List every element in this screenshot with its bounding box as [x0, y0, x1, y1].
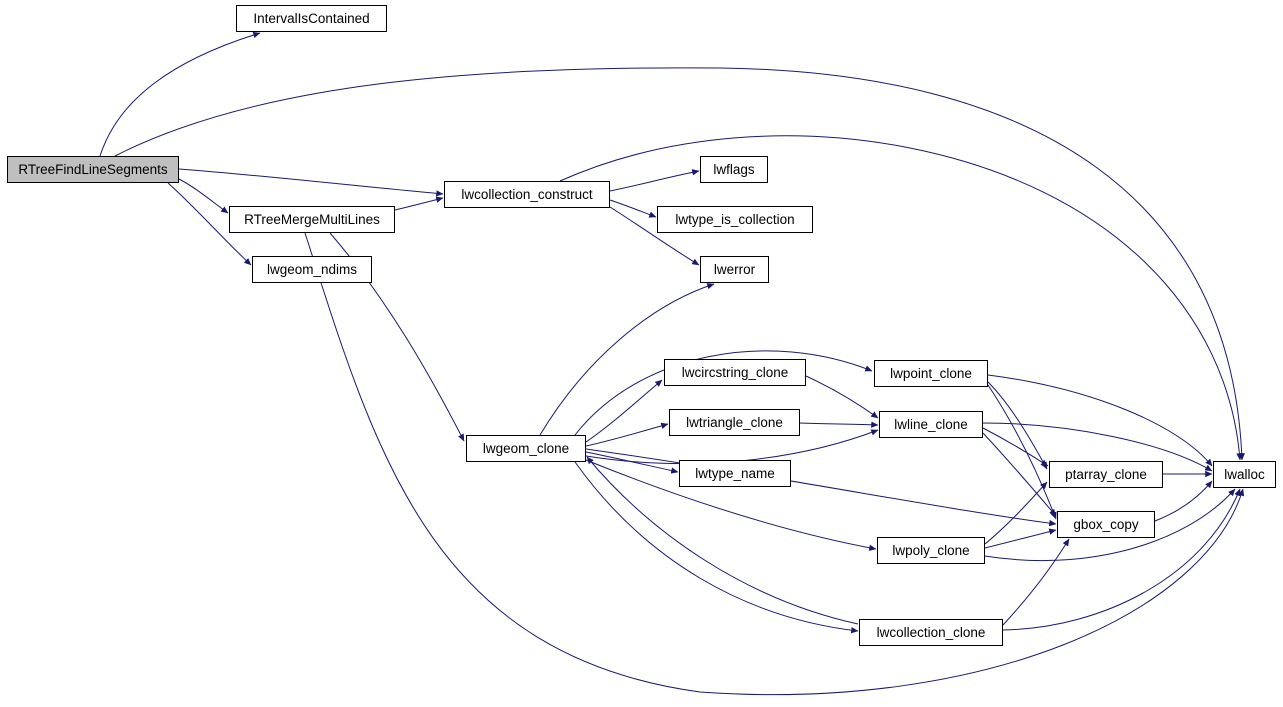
node-RTreeFindLineSegments[interactable]: RTreeFindLineSegments [7, 156, 179, 183]
edge-RTreeFindLineSegments-to-RTreeMergeMultiLines [178, 178, 229, 214]
node-ptarray_clone[interactable]: ptarray_clone [1049, 461, 1163, 488]
node-gbox_copy[interactable]: gbox_copy [1057, 511, 1155, 538]
edge-RTreeFindLineSegments-to-lwcollection_construct [178, 168, 444, 197]
edge-lwgeom_clone-to-lwpoint_clone [574, 350, 873, 436]
node-lwcollection_clone[interactable]: lwcollection_clone [859, 619, 1003, 646]
edge-lwcollection_clone-to-gbox_copy [1002, 538, 1070, 626]
edge-lwgeom_clone-to-lwpoly_clone [585, 459, 877, 551]
edge-RTreeMergeMultiLines-to-lwalloc [304, 232, 1245, 696]
edge-lwcollection_construct-to-lwalloc [559, 135, 1243, 461]
edge-lwcollection_clone-to-lwalloc [1002, 488, 1241, 631]
edge-lwcollection_construct-to-lwflags [609, 169, 700, 192]
edge-RTreeMergeMultiLines-to-lwcollection_construct [394, 196, 444, 211]
node-lwline_clone[interactable]: lwline_clone [879, 411, 983, 438]
edge-RTreeFindLineSegments-to-IntervalIsContained [99, 31, 261, 157]
edge-RTreeFindLineSegments-to-lwalloc [114, 67, 1245, 461]
edge-lwgeom_clone-to-gbox_copy [585, 448, 1057, 527]
edge-lwgeom_clone-to-lwcollection_clone [574, 461, 859, 634]
edge-RTreeFindLineSegments-to-lwgeom_ndims [167, 182, 252, 266]
edge-lwpoint_clone-to-lwalloc [987, 374, 1213, 467]
node-lwgeom_clone[interactable]: lwgeom_clone [466, 435, 586, 462]
edge-lwcollection_construct-to-lwerror [609, 206, 700, 266]
edge-lwline_clone-to-ptarray_clone [982, 427, 1049, 467]
edge-lwpoint_clone-to-ptarray_clone [987, 381, 1048, 470]
node-lwpoly_clone[interactable]: lwpoly_clone [877, 537, 985, 564]
node-lwtriangle_clone[interactable]: lwtriangle_clone [669, 409, 800, 436]
node-lwtype_name[interactable]: lwtype_name [679, 460, 791, 487]
edge-lwpoly_clone-to-lwalloc [984, 488, 1236, 562]
node-lwtype_is_collection[interactable]: lwtype_is_collection [657, 206, 813, 233]
node-IntervalIsContained[interactable]: IntervalIsContained [236, 5, 387, 32]
edge-lwpoly_clone-to-gbox_copy [984, 528, 1057, 549]
edge-lwgeom_clone-to-lwerror [539, 283, 715, 436]
edge-lwline_clone-to-gbox_copy [982, 432, 1057, 517]
edge-lwpoly_clone-to-ptarray_clone [984, 481, 1048, 545]
edge-lwline_clone-to-lwalloc [982, 422, 1213, 472]
edge-gbox_copy-to-lwalloc [1154, 480, 1213, 522]
edge-lwcircstring_clone-to-lwline_clone [805, 375, 879, 419]
edge-lwgeom_clone-to-lwcircstring_clone [585, 379, 663, 443]
node-RTreeMergeMultiLines[interactable]: RTreeMergeMultiLines [229, 206, 395, 233]
edge-lwcollection_clone-to-lwgeom_clone [586, 456, 859, 625]
node-lwflags[interactable]: lwflags [700, 156, 768, 183]
edge-lwcollection_construct-to-lwtype_is_collection [609, 199, 657, 218]
edge-lwpoint_clone-to-gbox_copy [987, 384, 1057, 520]
node-lwerror[interactable]: lwerror [700, 256, 769, 283]
node-lwgeom_ndims[interactable]: lwgeom_ndims [252, 256, 372, 283]
node-lwalloc[interactable]: lwalloc [1213, 461, 1276, 488]
edge-lwtriangle_clone-to-lwline_clone [799, 421, 879, 428]
node-lwcollection_construct[interactable]: lwcollection_construct [444, 181, 610, 208]
edge-lwgeom_clone-to-lwtriangle_clone [585, 422, 669, 447]
node-lwpoint_clone[interactable]: lwpoint_clone [874, 360, 988, 387]
node-lwcircstring_clone[interactable]: lwcircstring_clone [664, 359, 806, 386]
